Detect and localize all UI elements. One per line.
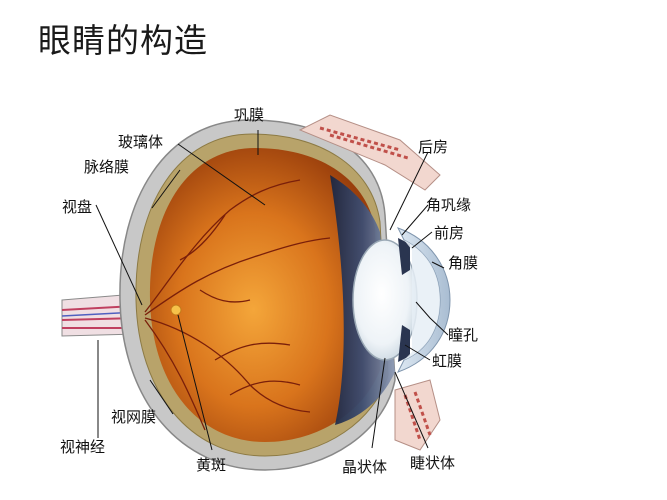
label-optic-nerve: 视神经 [60, 438, 105, 456]
label-lens: 晶状体 [342, 458, 387, 476]
leader-lines [95, 130, 449, 451]
label-macula: 黄斑 [196, 456, 226, 474]
label-vitreous: 玻璃体 [118, 133, 163, 151]
retina-shape [149, 148, 380, 442]
label-choroid: 脉络膜 [84, 158, 129, 176]
retinal-vessels [144, 179, 331, 431]
label-limbus: 角巩缘 [426, 196, 471, 214]
macula-spot [170, 304, 182, 316]
page-title: 眼睛的构造 [38, 21, 208, 60]
label-retina: 视网膜 [111, 408, 156, 426]
label-pupil: 瞳孔 [448, 326, 478, 344]
label-cornea: 角膜 [448, 254, 478, 272]
upper-muscle-shape [298, 114, 441, 191]
iris-shape [398, 238, 410, 362]
label-optic-disc: 视盘 [62, 198, 92, 216]
label-iris: 虹膜 [432, 352, 462, 370]
label-ciliary-body: 睫状体 [410, 454, 455, 472]
label-sclera: 巩膜 [234, 106, 264, 124]
lower-muscle-shape [394, 379, 441, 451]
lower-muscle-stripes [403, 391, 432, 441]
label-anterior-chamber: 前房 [434, 224, 464, 242]
label-posterior-chamber: 后房 [418, 138, 448, 156]
anterior-chamber-shape [404, 240, 440, 360]
